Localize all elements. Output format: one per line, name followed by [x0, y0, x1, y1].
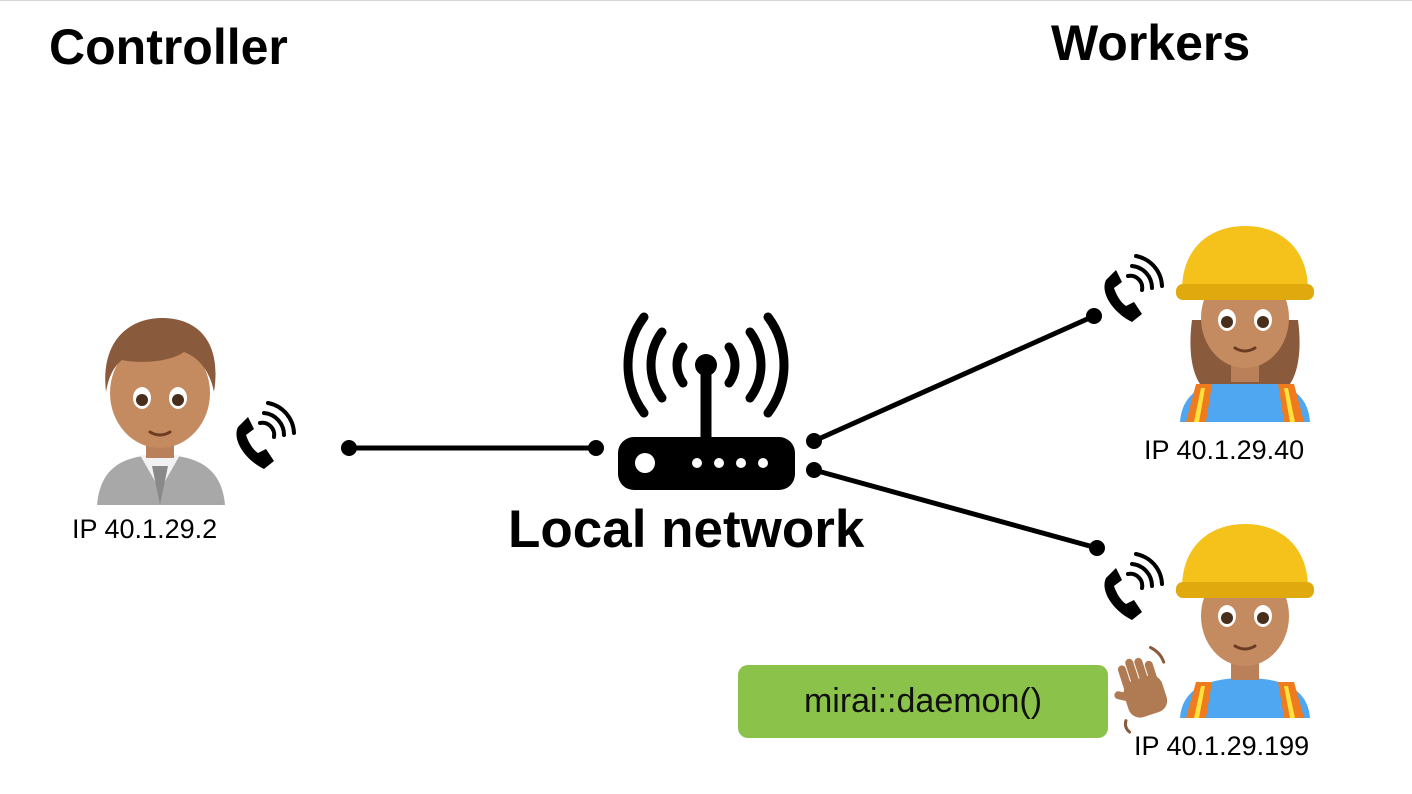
top-divider	[0, 0, 1412, 1]
phone-ringing-icon	[1104, 552, 1164, 620]
connection-controller-router	[341, 440, 604, 456]
construction-worker-woman-icon	[1176, 226, 1314, 422]
controller-ip-label: IP 40.1.29.2	[72, 514, 218, 544]
connection-router-worker-1	[806, 308, 1102, 449]
phone-ringing-icon	[236, 401, 296, 469]
connection-router-worker-2	[806, 462, 1105, 556]
router-icon	[618, 312, 795, 490]
local-network-label: Local network	[508, 500, 865, 559]
daemon-call-badge: mirai::daemon()	[738, 665, 1108, 738]
phone-ringing-icon	[1104, 254, 1164, 322]
worker-2-ip-label: IP 40.1.29.199	[1134, 731, 1310, 761]
construction-worker-man-icon	[1176, 524, 1314, 718]
workers-heading: Workers	[1051, 15, 1251, 71]
waving-hand-icon	[1114, 645, 1168, 734]
worker-1-ip-label: IP 40.1.29.40	[1144, 435, 1305, 465]
office-worker-icon	[97, 318, 225, 505]
controller-heading: Controller	[49, 19, 288, 75]
